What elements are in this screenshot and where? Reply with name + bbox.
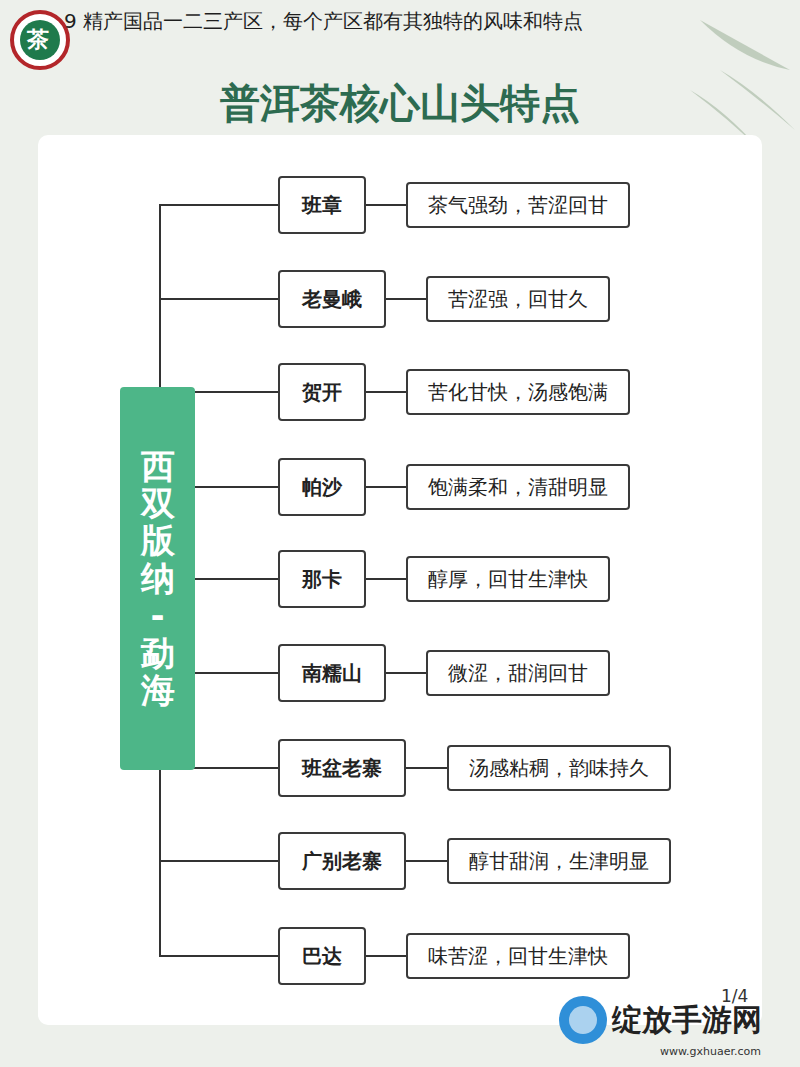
node-text: 茶气强劲，苦涩回甘 (428, 192, 608, 219)
node-text: 汤感粘稠，韵味持久 (469, 755, 649, 782)
feature-box: 醇厚，回甘生津快 (406, 556, 610, 602)
feature-box: 醇甘甜润，生津明显 (447, 838, 671, 884)
connector-line (160, 770, 278, 956)
connector-line (160, 770, 278, 861)
connector-line (366, 578, 406, 580)
connector-line (195, 578, 278, 580)
feature-box: 苦化甘快，汤感饱满 (406, 369, 630, 415)
mountain-box: 帕沙 (278, 458, 366, 516)
title: 普洱茶核心山头特点 (0, 76, 800, 131)
connector-line (386, 672, 426, 674)
node-text: 巴达 (302, 943, 342, 970)
feature-box: 苦涩强，回甘久 (426, 276, 610, 322)
feature-box: 汤感粘稠，韵味持久 (447, 745, 671, 791)
feature-box: 茶气强劲，苦涩回甘 (406, 182, 630, 228)
node-text: 味苦涩，回甘生津快 (428, 943, 608, 970)
node-text: 微涩，甜润回甘 (448, 660, 588, 687)
node-text: 贺开 (302, 379, 342, 406)
connector-line (366, 486, 406, 488)
logo-disc (20, 20, 60, 60)
connector-line (366, 955, 406, 957)
watermark-icon-inner (569, 1006, 597, 1034)
caption-text: 9 精产国品一二三产区，每个产区都有其独特的风味和特点 (64, 8, 583, 35)
connector-line (366, 204, 406, 206)
node-text: 西双版纳 - 勐海 (141, 448, 175, 710)
connector-line (195, 486, 278, 488)
connector-line (406, 767, 447, 769)
node-text: 醇厚，回甘生津快 (428, 566, 588, 593)
mountain-box: 班章 (278, 176, 366, 234)
mountain-box: 老曼峨 (278, 270, 386, 328)
connector-line (366, 391, 406, 393)
bamboo-leaves (690, 20, 795, 150)
node-text: 班盆老寨 (302, 755, 382, 782)
logo-text: 茶 (27, 25, 49, 55)
node-text: 帕沙 (302, 474, 342, 501)
node-text: 苦涩强，回甘久 (448, 286, 588, 313)
mountain-box: 班盆老寨 (278, 739, 406, 797)
mountain-box: 广别老寨 (278, 832, 406, 890)
mountain-box: 南糯山 (278, 644, 386, 702)
feature-box: 味苦涩，回甘生津快 (406, 933, 630, 979)
node-text: 饱满柔和，清甜明显 (428, 474, 608, 501)
connector-line (406, 860, 447, 862)
node-text: 苦化甘快，汤感饱满 (428, 379, 608, 406)
connector-line (195, 672, 278, 674)
node-text: 班章 (302, 192, 342, 219)
node-text: 南糯山 (302, 660, 362, 687)
watermark-url: www.gxhuaer.com (660, 1045, 761, 1058)
feature-box: 饱满柔和，清甜明显 (406, 464, 630, 510)
connector-line (160, 299, 278, 387)
panel (38, 135, 762, 1025)
region-box: 西双版纳 - 勐海 (120, 387, 195, 770)
node-text: 那卡 (302, 566, 342, 593)
connector-line (160, 205, 278, 387)
node-text: 老曼峨 (302, 286, 362, 313)
connector-line (195, 391, 278, 393)
feature-box: 微涩，甜润回甘 (426, 650, 610, 696)
node-text: 醇甘甜润，生津明显 (469, 848, 649, 875)
watermark-text: 绽放手游网 (612, 1000, 762, 1041)
connector-line (386, 298, 426, 300)
mountain-box: 贺开 (278, 363, 366, 421)
watermark-icon (559, 996, 607, 1044)
mountain-box: 巴达 (278, 927, 366, 985)
mountain-box: 那卡 (278, 550, 366, 608)
logo-ring (12, 12, 68, 68)
node-text: 广别老寨 (302, 848, 382, 875)
